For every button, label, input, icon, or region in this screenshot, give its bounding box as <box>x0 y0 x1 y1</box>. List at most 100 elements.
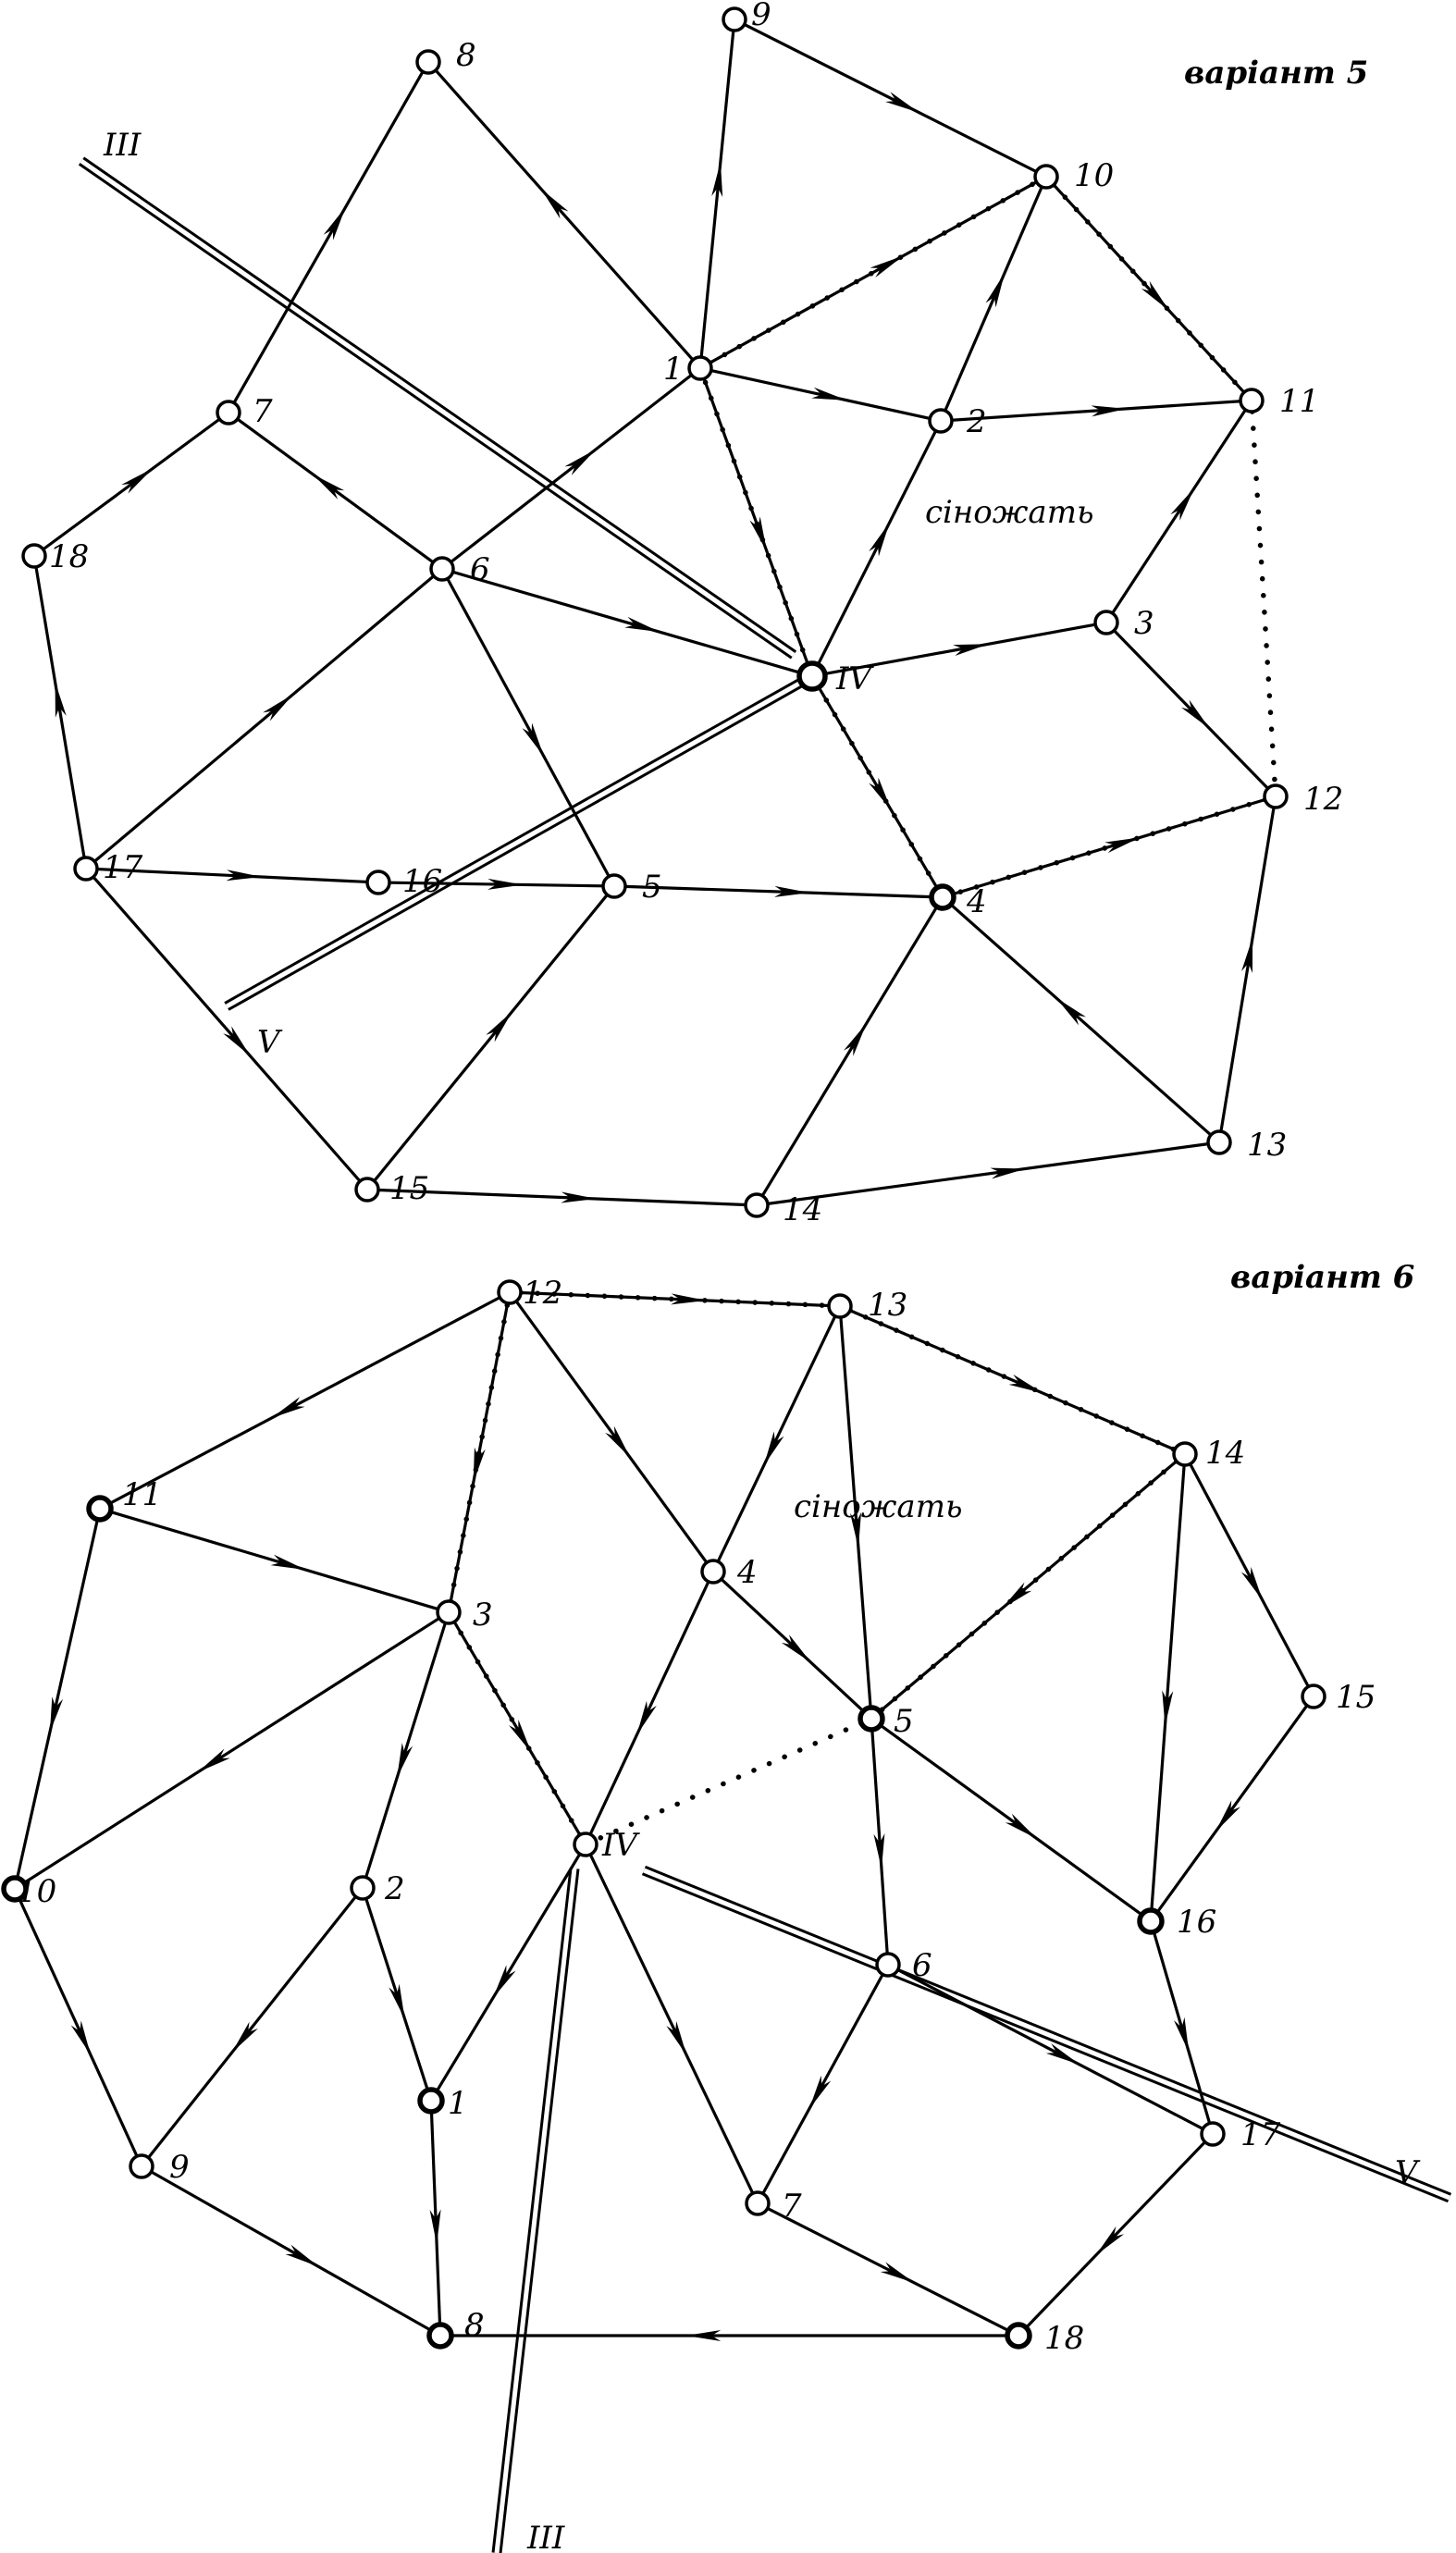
v6-station-1 <box>417 2087 445 2115</box>
v6-station-label-14: 14 <box>1205 1435 1245 1472</box>
v6-arrow-9-8 <box>285 2244 319 2267</box>
v5-station-label-3: 3 <box>1134 605 1154 642</box>
v5-arrow-1-10 <box>870 255 904 278</box>
v5-boundary-lines <box>78 156 815 1011</box>
v6-arrow-3-10 <box>197 1748 230 1773</box>
v5-station-label-4: 4 <box>966 883 987 920</box>
v5-arrow-13-12 <box>1241 937 1253 973</box>
v6-hayfield-label: сіножать <box>794 1488 962 1525</box>
v6-arrow-11-3 <box>270 1554 306 1571</box>
v5-edge-17-15 <box>92 875 362 1183</box>
v6-station-18 <box>1005 2322 1032 2350</box>
v5-edge-IV-2 <box>815 429 938 668</box>
v5-edge-1-10 <box>709 180 1038 364</box>
v6-edge-7-18 <box>766 2207 1010 2332</box>
v6-station-5 <box>858 1705 885 1733</box>
v5-edge-17-18 <box>34 566 86 858</box>
v6-edge-12-3 <box>449 1302 510 1602</box>
v6-station-14 <box>1172 1441 1198 1467</box>
v5-edge-14-13 <box>767 1142 1209 1205</box>
v6-station-4 <box>700 1559 726 1585</box>
v5-arrow-5-4 <box>774 885 810 897</box>
v6-station-label-1: 1 <box>448 2085 468 2122</box>
v6-edge-1-8 <box>429 2111 442 2325</box>
v6-edge-14-16 <box>1150 1464 1186 1911</box>
v6-arrow-13-4 <box>763 1431 784 1466</box>
v6-arrow-IV-7 <box>666 2020 687 2055</box>
v5-arrow-IV-3 <box>953 644 989 656</box>
v5-station-3 <box>1093 610 1119 635</box>
v5-arrow-IV-2 <box>869 522 890 557</box>
v5-edge-5-4 <box>624 884 932 899</box>
v6-arrow-18-8 <box>685 2330 722 2341</box>
v5-edge-9-10 <box>743 22 1038 174</box>
v6-station-label-16: 16 <box>1177 1904 1216 1941</box>
v5-edge-16-5 <box>389 881 604 888</box>
v6-station-7 <box>745 2190 771 2216</box>
v5-station-label-6: 6 <box>470 551 490 588</box>
v5-edge-3-11 <box>1111 409 1247 614</box>
v5-edge-1-IV <box>702 377 810 667</box>
v5-arrow-16-5 <box>487 878 524 890</box>
v5-hayfield-boundary <box>701 179 1278 897</box>
v5-arrow-17-15 <box>223 1026 251 1056</box>
v5-arrow-17-18 <box>55 682 67 718</box>
v5-station-9 <box>722 6 747 32</box>
v5-edge-15-14 <box>377 1188 747 1207</box>
v6-station-label-17: 17 <box>1240 2116 1281 2153</box>
v6-arrow-16-17 <box>1173 2016 1190 2053</box>
v6-edge-3-IV <box>452 1621 582 1836</box>
v6-dotted-5-IV <box>593 1720 864 1843</box>
v5-station-label-2: 2 <box>966 403 987 440</box>
v5-edge-2-10 <box>944 186 1043 412</box>
v5-arrow-9-10 <box>885 92 919 113</box>
v6-station-15 <box>1301 1684 1326 1709</box>
v6-station-label-9: 9 <box>169 2149 190 2186</box>
v5-arrow-2-11 <box>1091 405 1127 417</box>
v6-arrow-11-10 <box>49 1696 64 1733</box>
v6-arrow-14-5 <box>1001 1582 1032 1610</box>
v6-station-9 <box>129 2153 154 2179</box>
v6-arrow-7-18 <box>880 2262 915 2283</box>
v6-station-label-6: 6 <box>912 1947 932 1984</box>
v6-arrow-2-1 <box>389 1983 405 2019</box>
v6-arrow-12-13 <box>671 1293 707 1305</box>
v5-station-4 <box>929 883 956 911</box>
v6-edge-14-15 <box>1189 1462 1310 1688</box>
v5-arrow-13-4 <box>1055 997 1086 1026</box>
v6-boundary-line-0-inner <box>494 1868 577 2553</box>
v6-arrow-5-16 <box>1005 1813 1038 1839</box>
v5-station-label-1: 1 <box>663 351 684 388</box>
v5-arrow-1-9 <box>711 161 723 198</box>
v6-station-label-12: 12 <box>523 1275 562 1312</box>
v5-station-13 <box>1206 1129 1232 1155</box>
v5-edge-14-4 <box>760 906 939 1197</box>
v5-station-label-8: 8 <box>456 37 476 74</box>
v6-arrow-2-9 <box>231 2021 258 2054</box>
v6-arrow-17-18 <box>1095 2226 1125 2256</box>
v5-arrow-3-11 <box>1170 487 1195 521</box>
v5-station-label-5: 5 <box>642 869 662 906</box>
v5-arrow-17-6 <box>263 694 293 722</box>
v6-edge-11-3 <box>110 1510 438 1611</box>
v6-station-label-15: 15 <box>1336 1679 1376 1716</box>
v6-boundary-lines <box>491 1865 1452 2553</box>
v5-edge-1-2 <box>710 369 931 420</box>
v6-edge-9-8 <box>150 2170 432 2332</box>
v5-station-10 <box>1033 164 1059 190</box>
v5-arrow-1-2 <box>811 387 847 401</box>
v6-station-13 <box>827 1293 853 1319</box>
v6-edge-13-4 <box>716 1315 837 1562</box>
v5-edge-2-11 <box>951 400 1241 422</box>
v6-arrow-13-5 <box>850 1511 862 1548</box>
v5-edge-IV-4 <box>816 684 939 889</box>
v5-station-label-17: 17 <box>103 849 143 886</box>
v6-arrow-15-16 <box>1215 1800 1240 1832</box>
v6-station-12 <box>497 1279 523 1305</box>
v5-station-2 <box>928 408 954 434</box>
v6-stations <box>1 1279 1326 2350</box>
